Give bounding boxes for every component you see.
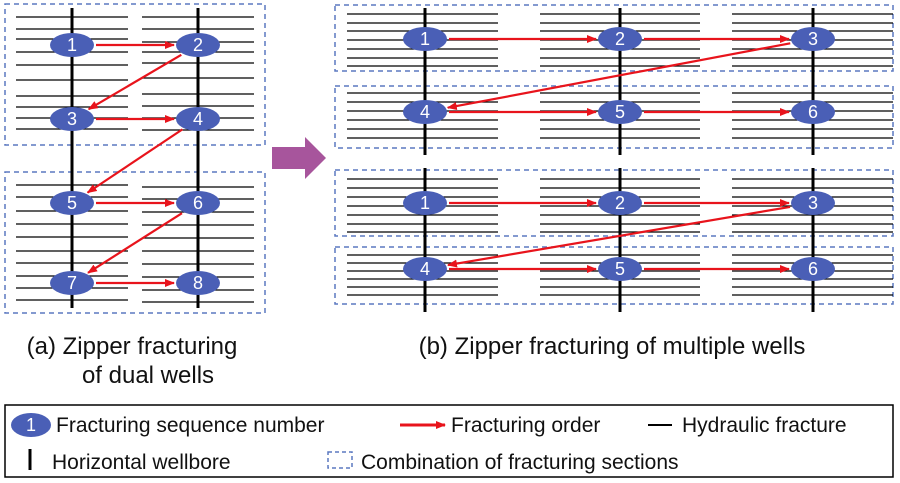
panel-b-upper-section-box bbox=[334, 85, 894, 149]
legend-border bbox=[4, 404, 894, 478]
panel-a-sequence-node-5 bbox=[50, 191, 94, 215]
panel-a-sequence-node-label: 3 bbox=[67, 109, 77, 129]
panel-b-upper-sequence-node-6 bbox=[791, 100, 835, 124]
panel-a-sequence-node-7 bbox=[50, 271, 94, 295]
legend-wellbore-label: Horizontal wellbore bbox=[52, 451, 231, 474]
sequence-number-icon-label: 1 bbox=[26, 415, 36, 435]
panel-a-sequence-node-8 bbox=[176, 271, 220, 295]
panel-a-sequence-node-1 bbox=[50, 33, 94, 57]
panel-b-upper-section-box bbox=[334, 4, 894, 72]
panel-b-upper-fracturing-order-arrow bbox=[446, 42, 791, 110]
panel-a-section-box bbox=[4, 3, 266, 146]
panel-a-fracturing-order-arrow bbox=[86, 128, 184, 194]
panel-b-upper-sequence-node-label: 6 bbox=[808, 102, 818, 122]
panel-b-lower-sequence-node-label: 5 bbox=[615, 259, 625, 279]
panel-a-sequence-node-label: 1 bbox=[67, 35, 77, 55]
panel-b-multiple-wells: 1 2 3 4 5 6 1 2 3 4 5 6 bbox=[334, 4, 894, 312]
panel-b-lower-sequence-node-label: 3 bbox=[808, 193, 818, 213]
panel-b-lower-sequence-node-3 bbox=[791, 191, 835, 215]
panel-b-upper-sequence-node-4 bbox=[403, 100, 447, 124]
panel-a-sequence-node-3 bbox=[50, 107, 94, 131]
panel-b-upper-sequence-node-label: 4 bbox=[420, 102, 430, 122]
panel-a-sequence-node-label: 5 bbox=[67, 193, 77, 213]
legend-combination-label: Combination of fracturing sections bbox=[361, 451, 679, 474]
panel-a-sequence-node-label: 6 bbox=[193, 193, 203, 213]
panel-a-sequence-node-label: 2 bbox=[193, 35, 203, 55]
panel-b-lower-sequence-node-label: 1 bbox=[420, 193, 430, 213]
panel-b-upper-sequence-node-1 bbox=[403, 27, 447, 51]
legend-sequence-label: Fracturing sequence number bbox=[56, 414, 324, 437]
panel-b-lower-sequence-node-2 bbox=[598, 191, 642, 215]
panel-b-lower-sequence-node-label: 4 bbox=[420, 259, 430, 279]
panel-a-fracturing-order-arrow bbox=[87, 212, 183, 274]
panel-b-lower-section-box bbox=[334, 246, 894, 305]
transition-arrow bbox=[272, 137, 326, 179]
panel-b-upper-group: 1 2 3 4 5 6 bbox=[334, 4, 894, 155]
panel-a-sequence-node-4 bbox=[176, 107, 220, 131]
panel-a-caption-line2: of dual wells bbox=[82, 362, 214, 389]
panel-b-lower-sequence-node-label: 2 bbox=[615, 193, 625, 213]
panel-a-sequence-node-label: 8 bbox=[193, 273, 203, 293]
panel-a-section-box bbox=[4, 171, 266, 314]
panel-b-lower-sequence-node-1 bbox=[403, 191, 447, 215]
panel-b-lower-sequence-node-5 bbox=[598, 257, 642, 281]
panel-b-lower-sequence-node-4 bbox=[403, 257, 447, 281]
panel-a-sequence-node-label: 4 bbox=[193, 109, 203, 129]
panel-b-lower-sequence-node-label: 6 bbox=[808, 259, 818, 279]
panel-b-upper-sequence-node-label: 1 bbox=[420, 29, 430, 49]
panel-a-sequence-node-6 bbox=[176, 191, 220, 215]
panel-b-upper-sequence-node-label: 2 bbox=[615, 29, 625, 49]
legend: 1 Fracturing sequence number Fracturing … bbox=[4, 404, 894, 478]
panel-a-fracturing-order-arrow bbox=[87, 53, 182, 111]
panel-b-upper-sequence-node-label: 5 bbox=[615, 102, 625, 122]
panel-a-sequence-node-2 bbox=[176, 33, 220, 57]
panel-b-caption: (b) Zipper fracturing of multiple wells bbox=[419, 333, 806, 360]
panel-b-lower-sequence-node-6 bbox=[791, 257, 835, 281]
panel-b-upper-sequence-node-label: 3 bbox=[808, 29, 818, 49]
panel-a-dual-wells: 1 2 3 4 5 6 7 8 bbox=[4, 3, 266, 314]
panel-b-upper-sequence-node-2 bbox=[598, 27, 642, 51]
panel-b-lower-group: 1 2 3 4 5 6 bbox=[334, 168, 894, 312]
panel-b-upper-sequence-node-3 bbox=[791, 27, 835, 51]
panel-b-lower-fracturing-order-arrow bbox=[446, 205, 791, 268]
sequence-number-icon bbox=[11, 413, 51, 437]
transition-arrow-shape bbox=[272, 137, 326, 179]
legend-order-label: Fracturing order bbox=[451, 414, 600, 437]
panel-a-caption-line1: (a) Zipper fracturing bbox=[27, 333, 238, 360]
panel-a-sequence-node-label: 7 bbox=[67, 273, 77, 293]
combination-box-icon bbox=[327, 451, 353, 469]
legend-fracture-label: Hydraulic fracture bbox=[682, 414, 847, 437]
panel-b-upper-sequence-node-5 bbox=[598, 100, 642, 124]
